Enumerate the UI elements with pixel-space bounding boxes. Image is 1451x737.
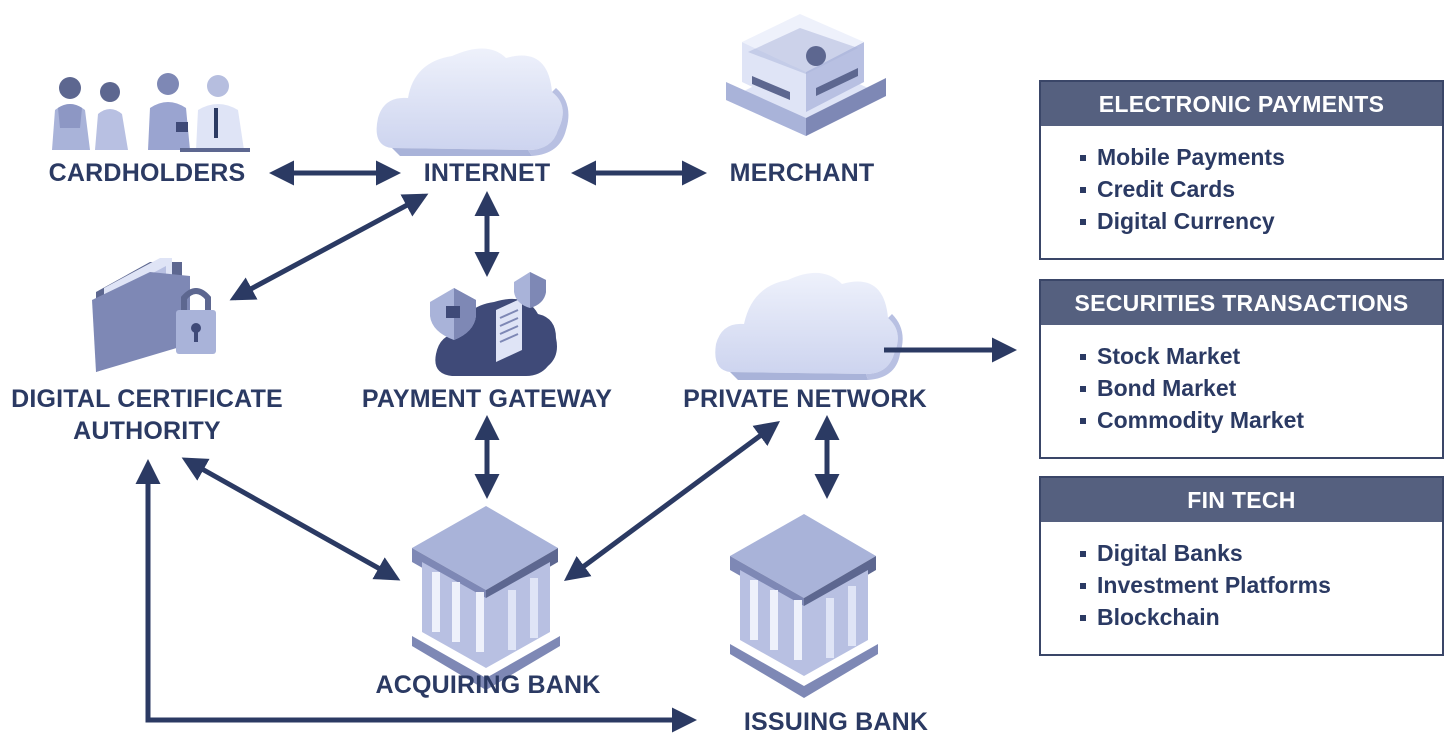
arrow-certificate-acquiring xyxy=(181,457,401,581)
certificate-authority-label-line1: DIGITAL CERTIFICATE xyxy=(11,385,283,413)
cloud-icon xyxy=(715,272,903,380)
private-network-label: PRIVATE NETWORK xyxy=(683,385,927,413)
panel-title: FIN TECH xyxy=(1041,478,1442,522)
fin-tech-panel: FIN TECH Digital Banks Investment Platfo… xyxy=(1039,476,1444,656)
merchant-label: MERCHANT xyxy=(729,159,875,187)
cardholders-label: CARDHOLDERS xyxy=(48,159,246,187)
internet-label: INTERNET xyxy=(423,159,551,187)
bank-building-icon xyxy=(412,506,560,690)
securities-transactions-panel: SECURITIES TRANSACTIONS Stock Market Bon… xyxy=(1039,279,1444,459)
list-item: Blockchain xyxy=(1080,601,1442,633)
electronic-payments-panel: ELECTRONIC PAYMENTS Mobile Payments Cred… xyxy=(1039,80,1444,260)
panel-title: SECURITIES TRANSACTIONS xyxy=(1041,281,1442,325)
issuing-bank-label: ISSUING BANK xyxy=(743,708,929,736)
list-item: Bond Market xyxy=(1080,372,1442,404)
panel-title: ELECTRONIC PAYMENTS xyxy=(1041,82,1442,126)
folder-lock-icon xyxy=(92,258,216,372)
list-item: Mobile Payments xyxy=(1080,141,1442,173)
shield-cloud-icon xyxy=(430,272,557,376)
list-item: Credit Cards xyxy=(1080,173,1442,205)
bank-building-icon xyxy=(730,514,878,698)
payment-gateway-label: PAYMENT GATEWAY xyxy=(361,385,613,413)
storefront-icon xyxy=(726,14,886,136)
acquiring-bank-label: ACQUIRING BANK xyxy=(375,671,601,699)
list-item: Commodity Market xyxy=(1080,404,1442,436)
certificate-authority-label-line2: AUTHORITY xyxy=(73,417,221,445)
arrow-certificate-issuing xyxy=(135,459,697,733)
list-item: Stock Market xyxy=(1080,340,1442,372)
list-item: Digital Banks xyxy=(1080,537,1442,569)
people-group-icon xyxy=(52,73,250,152)
list-item: Investment Platforms xyxy=(1080,569,1442,601)
list-item: Digital Currency xyxy=(1080,205,1442,237)
cloud-icon xyxy=(376,48,569,156)
arrow-internet-certificate xyxy=(229,193,429,301)
